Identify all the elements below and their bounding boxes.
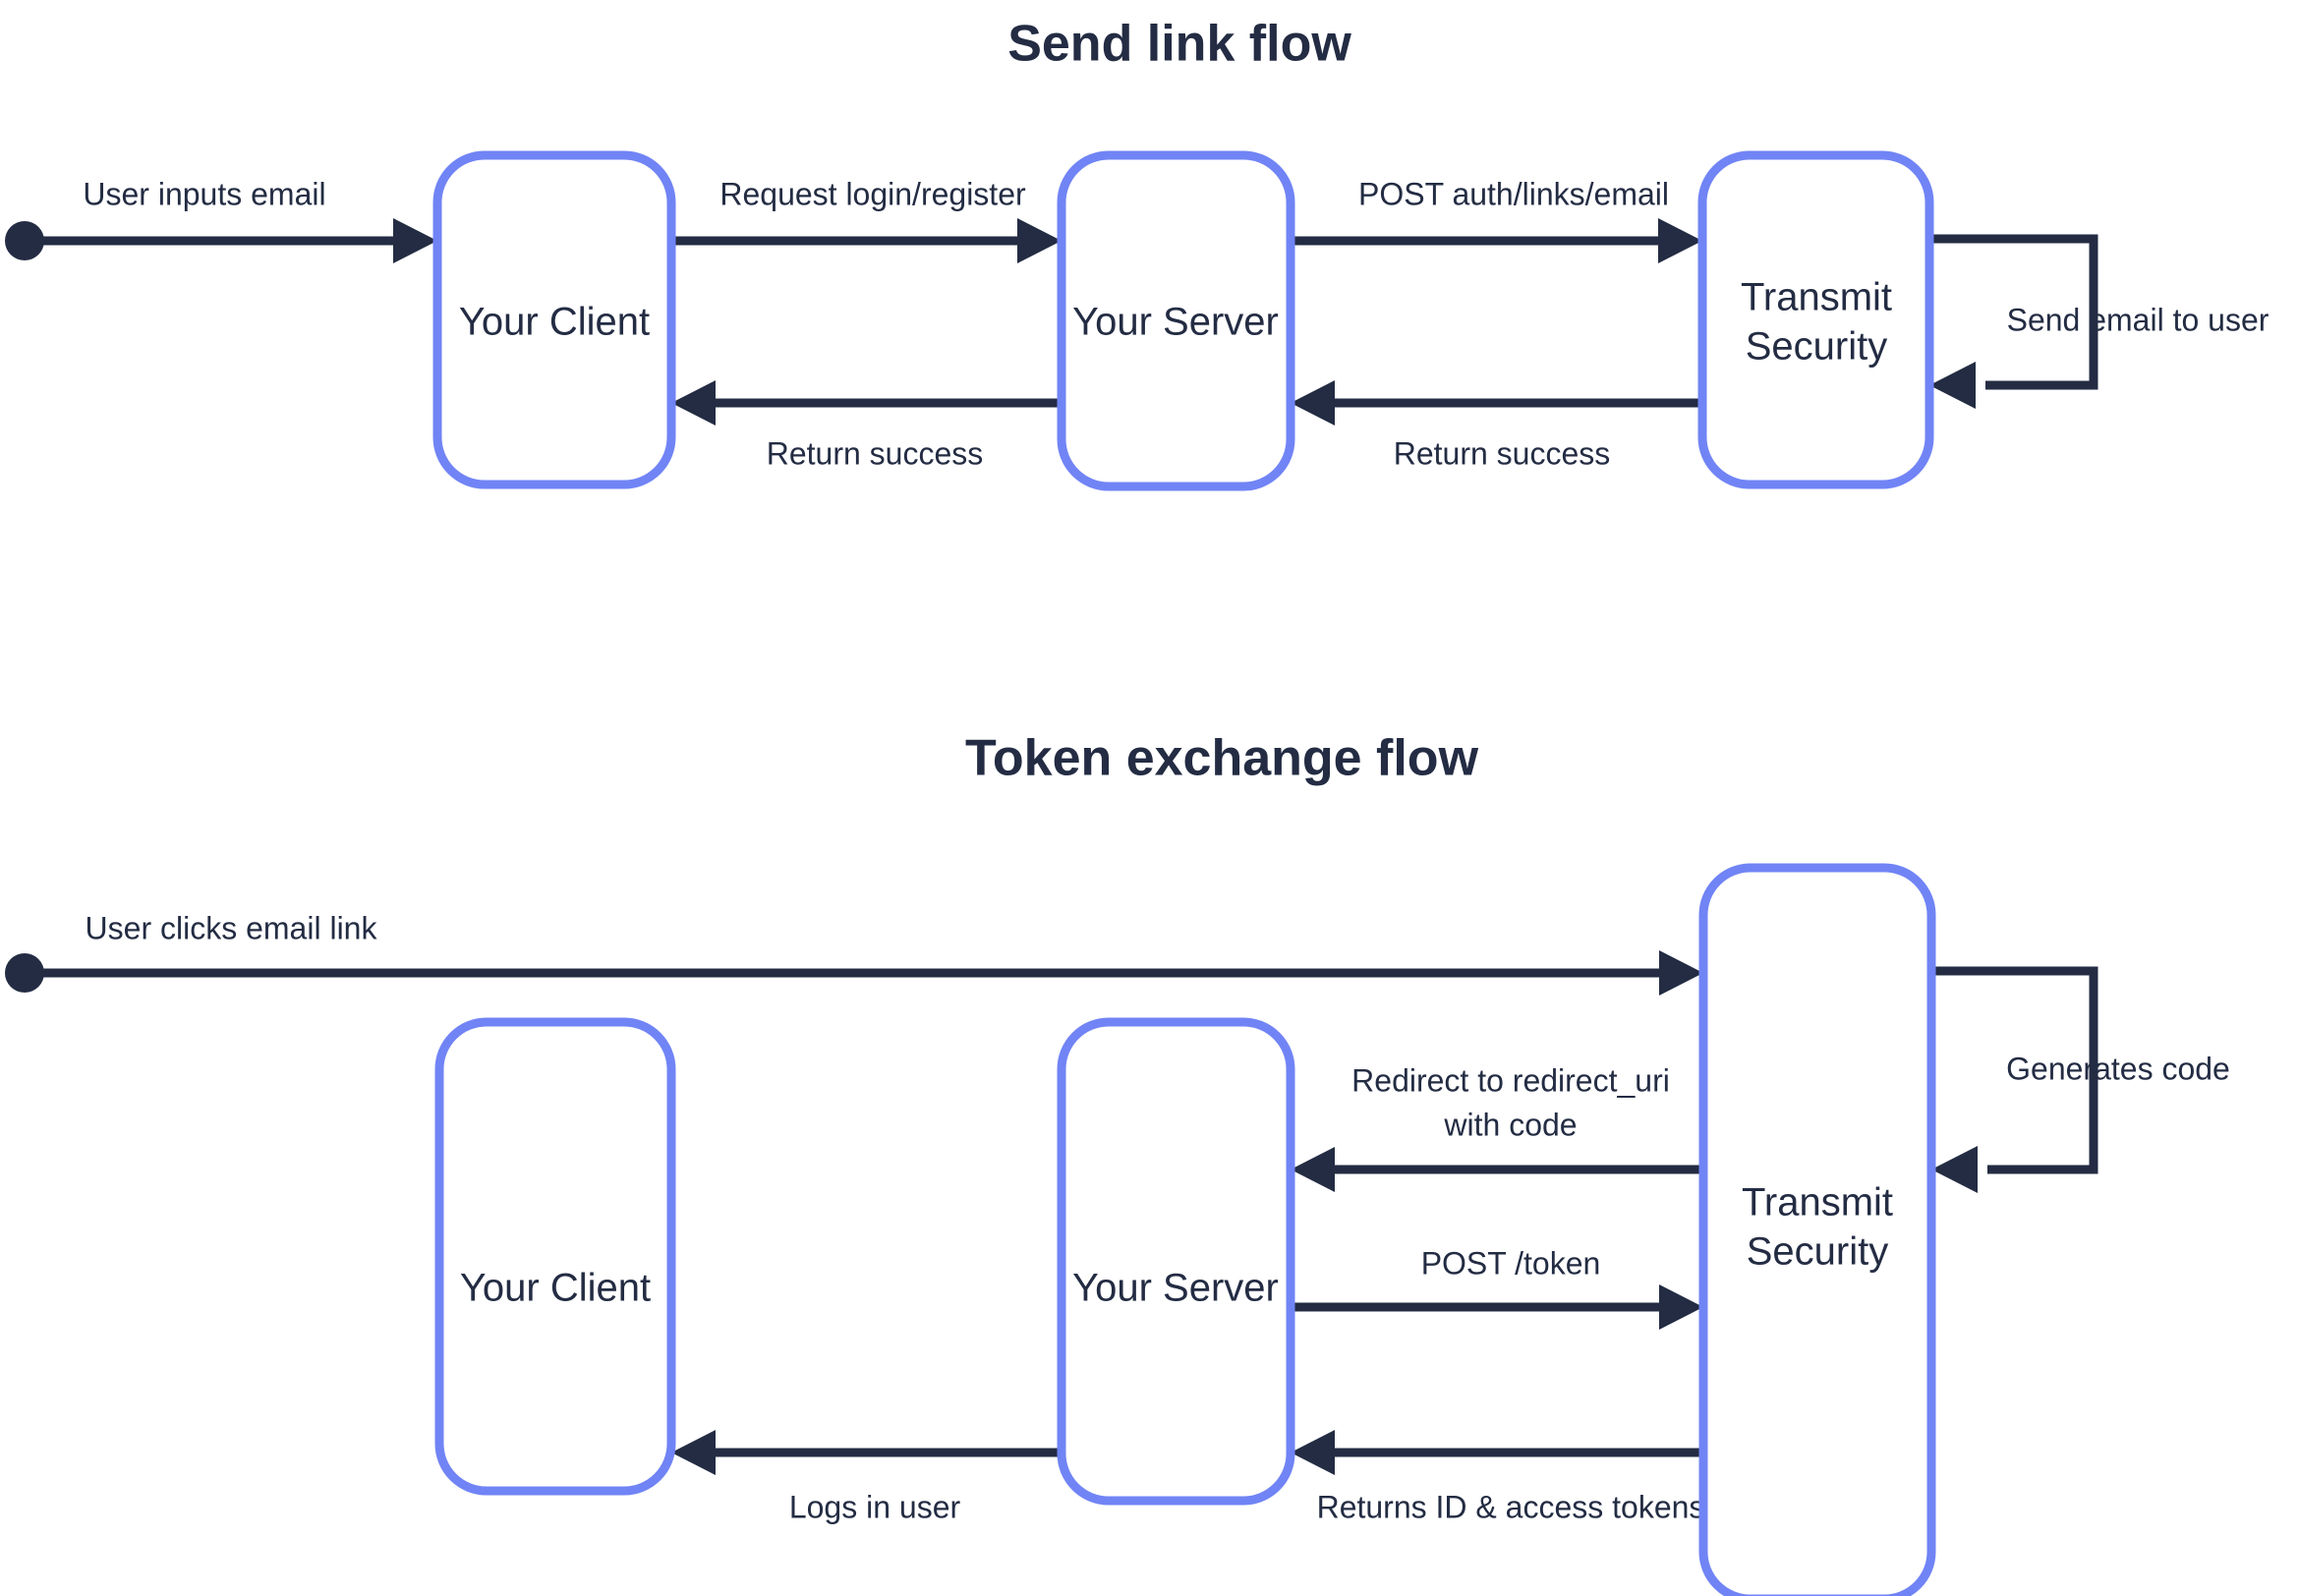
edge-redirect-to-redirect-uri: Redirect to redirect_uri with code xyxy=(1291,1062,1703,1192)
node-box[interactable] xyxy=(1057,1017,1295,1506)
node-label-your-server: Your Server xyxy=(1072,1267,1279,1310)
node-label-your-client: Your Client xyxy=(459,301,650,344)
edge-user-clicks-email-link: User clicks email link xyxy=(5,910,1703,996)
arrowhead-icon xyxy=(1291,380,1335,426)
arrowhead-icon xyxy=(1659,950,1703,996)
node-label-transmit: Transmit xyxy=(1741,276,1892,319)
node-box[interactable] xyxy=(1698,863,1936,1596)
node-your-server-flow2[interactable]: Your Server xyxy=(1057,1017,1295,1506)
edge-send-email-to-user: Send email to user xyxy=(1929,234,2269,409)
node-box[interactable] xyxy=(1057,150,1295,491)
edge-post-token: POST /token xyxy=(1291,1245,1703,1330)
node-box[interactable] xyxy=(1697,150,1934,489)
arrowhead-icon xyxy=(1291,1147,1335,1192)
edge-label-send-email-to-user: Send email to user xyxy=(2007,302,2269,337)
flow-token-exchange: Token exchange flow User clicks email li… xyxy=(5,730,2230,1596)
edge-return-success-server-client: Return success xyxy=(671,380,1062,471)
edge-label-request-login-register: Request login/register xyxy=(719,176,1026,211)
arrowhead-icon xyxy=(671,1430,716,1475)
node-box[interactable] xyxy=(434,1017,676,1496)
arrowhead-icon xyxy=(1931,1146,1978,1193)
node-label-security: Security xyxy=(1747,1230,1889,1274)
arrowhead-icon xyxy=(1659,1284,1703,1330)
edge-label-user-inputs-email: User inputs email xyxy=(83,176,325,211)
arrowhead-icon xyxy=(1658,218,1702,263)
node-your-client-flow1[interactable]: Your Client xyxy=(432,150,676,489)
edge-request-login-register: Request login/register xyxy=(671,176,1062,263)
edge-user-inputs-email: User inputs email xyxy=(5,176,437,263)
flow-send-link: Send link flow User inputs email Request… xyxy=(5,16,2269,491)
edge-label-generates-code: Generates code xyxy=(2006,1051,2230,1086)
node-label-transmit: Transmit xyxy=(1742,1181,1893,1225)
node-your-server-flow1[interactable]: Your Server xyxy=(1057,150,1295,491)
edge-label-redirect-line2: with code xyxy=(1443,1107,1577,1142)
edge-label-returns-id-access-tokens: Returns ID & access tokens xyxy=(1317,1489,1705,1524)
node-transmit-security-flow1[interactable]: Transmit Security xyxy=(1697,150,1934,489)
edge-label-logs-in-user: Logs in user xyxy=(789,1489,961,1524)
flow-title-send-link: Send link flow xyxy=(1007,16,1351,73)
edge-label-post-token: POST /token xyxy=(1421,1245,1601,1281)
edge-label-user-clicks-email-link: User clicks email link xyxy=(86,910,378,945)
node-your-client-flow2[interactable]: Your Client xyxy=(434,1017,676,1496)
edge-label-return-success-2: Return success xyxy=(1394,435,1611,471)
edge-return-success-transmit-server: Return success xyxy=(1291,380,1702,471)
edge-returns-id-access-tokens: Returns ID & access tokens xyxy=(1291,1430,1704,1524)
arrowhead-icon xyxy=(671,380,716,426)
edge-generates-code: Generates code xyxy=(1931,966,2230,1193)
edge-post-auth-links-email: POST auth/links/email xyxy=(1291,176,1702,263)
node-label-your-server: Your Server xyxy=(1072,301,1279,344)
arrowhead-icon xyxy=(1291,1430,1335,1475)
arrowhead-icon xyxy=(393,218,437,263)
edge-label-return-success-1: Return success xyxy=(767,435,984,471)
node-label-security: Security xyxy=(1746,325,1888,369)
edge-line xyxy=(1929,234,2098,390)
node-box[interactable] xyxy=(432,150,676,489)
flow-title-token-exchange: Token exchange flow xyxy=(965,730,1479,787)
arrowhead-icon xyxy=(1929,362,1976,409)
edge-label-post-auth-links-email: POST auth/links/email xyxy=(1358,176,1669,211)
node-label-your-client: Your Client xyxy=(460,1267,651,1310)
node-transmit-security-flow2[interactable]: Transmit Security xyxy=(1698,863,1936,1596)
arrowhead-icon xyxy=(1017,218,1062,263)
edge-label-redirect-line1: Redirect to redirect_uri xyxy=(1351,1062,1670,1098)
edge-logs-in-user: Logs in user xyxy=(671,1430,1062,1524)
edge-line xyxy=(1931,966,2098,1174)
